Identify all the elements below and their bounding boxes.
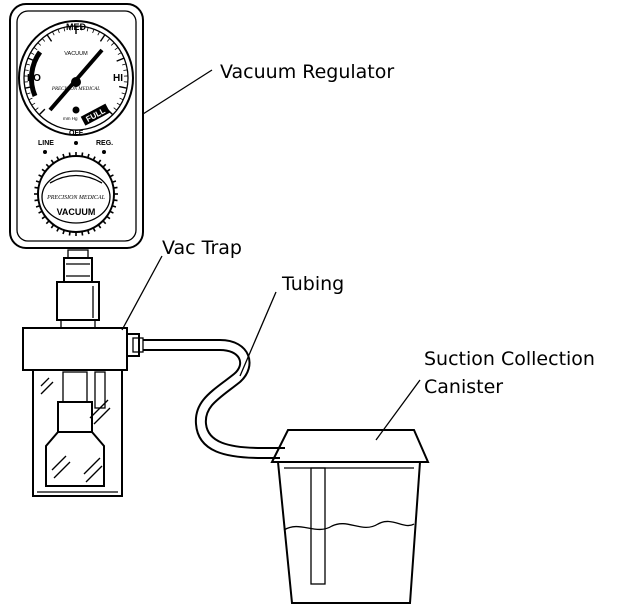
gauge-tick xyxy=(122,64,126,65)
gauge-vacuum-label: VACUUM xyxy=(64,51,88,57)
tubing xyxy=(143,340,285,458)
regulator-stem xyxy=(57,250,99,328)
vacuum-gauge: MED LO HI VACUUM mm Hg PRECISION MEDICAL… xyxy=(19,21,133,135)
label-canister-line1: Suction Collection xyxy=(424,348,595,370)
gauge-tick xyxy=(123,70,127,71)
gauge-brand-label: PRECISION MEDICAL xyxy=(51,87,100,92)
gauge-med-label: MED xyxy=(66,22,87,32)
gauge-tick xyxy=(38,43,41,46)
selector-line-label: LINE xyxy=(38,140,54,147)
selector-off-label: OFF xyxy=(69,130,84,137)
gauge-lo-label: LO xyxy=(27,73,41,84)
label-vacuum-regulator: Vacuum Regulator xyxy=(220,61,394,83)
gauge-tick xyxy=(93,29,94,33)
gauge-tick xyxy=(25,70,29,71)
gauge-tick xyxy=(42,38,45,41)
knob-brand-label: PRECISION MEDICAL xyxy=(46,195,105,201)
gauge-tick xyxy=(115,47,118,49)
vacuum-mode-knob[interactable]: PRECISION MEDICAL VACUUM xyxy=(34,152,118,236)
gauge-tick xyxy=(35,108,38,110)
gauge-tick xyxy=(120,98,124,100)
gauge-tick xyxy=(27,93,31,94)
gauge-tick xyxy=(39,109,45,115)
gauge-tick xyxy=(122,93,126,94)
label-vac-trap: Vac Trap xyxy=(162,237,242,259)
gauge-tick xyxy=(98,32,100,36)
gauge-tick xyxy=(114,108,117,110)
gauge-tick xyxy=(34,47,37,49)
gauge-tick xyxy=(117,103,120,105)
gauge-tick xyxy=(31,53,34,55)
gauge-unit-label: mm Hg xyxy=(63,116,78,121)
vac-trap xyxy=(23,328,143,496)
suction-canister xyxy=(272,430,428,603)
gauge-hi-label: HI xyxy=(113,73,123,84)
gauge-tick xyxy=(119,87,127,89)
gauge-tick xyxy=(117,58,124,61)
gauge-ticks xyxy=(24,26,128,115)
gauge-tick xyxy=(107,38,110,41)
gauge-full-badge: FULL xyxy=(85,106,107,124)
label-canister-line2: Canister xyxy=(424,376,503,398)
gauge-tick xyxy=(100,35,104,42)
gauge-tick xyxy=(26,64,30,65)
label-tubing: Tubing xyxy=(281,273,344,295)
gauge-tick xyxy=(29,98,33,100)
selector-reg-label: REG. xyxy=(96,140,113,147)
gauge-tick xyxy=(118,53,121,55)
knob-vacuum-label: VACUUM xyxy=(57,207,96,217)
vacuum-regulator: MED LO HI VACUUM mm Hg PRECISION MEDICAL… xyxy=(10,4,143,248)
gauge-tick xyxy=(87,27,88,31)
gauge-tick xyxy=(58,29,59,33)
gauge-tick xyxy=(47,35,51,42)
gauge-tick xyxy=(52,32,54,36)
gauge-tick xyxy=(111,43,114,46)
gauge-tick xyxy=(32,103,35,105)
gauge-tick xyxy=(64,27,65,31)
